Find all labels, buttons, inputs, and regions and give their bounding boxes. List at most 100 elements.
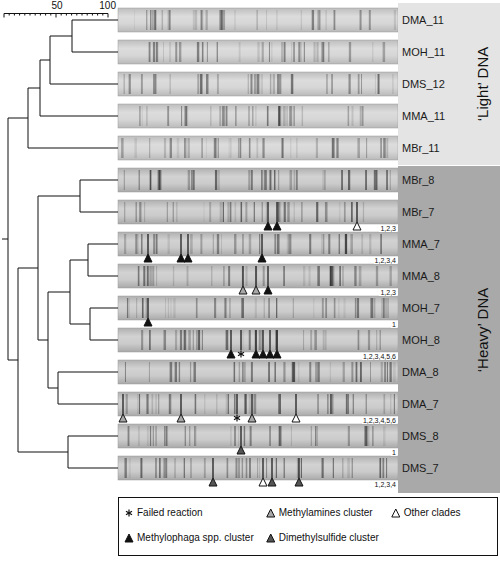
dendrogram-branch bbox=[88, 244, 118, 245]
gel-lane: MBr_71,2,3 bbox=[118, 200, 478, 224]
gel-lane: MBr_8 bbox=[118, 168, 478, 192]
lane-label: MBr_11 bbox=[402, 141, 440, 155]
gel-lane: MMA_11 bbox=[118, 104, 478, 128]
gel-lane: MMA_81,2,3 bbox=[118, 264, 478, 288]
marker-triangle bbox=[267, 509, 275, 517]
dna-fraction-band: ‘Heavy’ DNAMBr_8MBr_71,2,3MMA_71,2,3,4MM… bbox=[118, 166, 500, 493]
scale-tick bbox=[61, 14, 62, 16]
gel-lane: DMS_81 bbox=[118, 424, 478, 448]
scale-tick bbox=[45, 14, 46, 16]
gel-lane: MOH_71 bbox=[118, 296, 478, 320]
dendrogram-branch bbox=[48, 388, 58, 389]
lane-label: DMS_12 bbox=[402, 77, 445, 91]
lane-numbers: 1,2,3,4,5,6 bbox=[362, 353, 397, 360]
dna-fraction-band: ‘Light’ DNA DMA_11MOH_11DMS_12MMA_11MBr_1… bbox=[118, 3, 500, 165]
dendrogram-branch bbox=[48, 292, 70, 293]
fraction-label: ‘Light’ DNA bbox=[474, 47, 491, 121]
lane-label: MMA_7 bbox=[402, 237, 440, 251]
scale-tick bbox=[92, 14, 93, 16]
dendrogram-branch bbox=[58, 372, 118, 373]
dendrogram-branch bbox=[40, 116, 118, 117]
dendrogram-branch bbox=[28, 88, 40, 89]
dendrogram-branch bbox=[68, 468, 118, 469]
dendrogram-branch bbox=[50, 84, 118, 85]
dendrogram-branch bbox=[8, 118, 28, 119]
gel-lane: DMS_71,2,3,4 bbox=[118, 456, 478, 480]
legend-text: Methylamines cluster bbox=[279, 506, 373, 520]
gel-lane: DMS_12 bbox=[118, 72, 478, 96]
dendrogram-branch bbox=[38, 340, 48, 341]
gel-lane: MMA_71,2,3,4 bbox=[118, 232, 478, 256]
dendrogram-branch bbox=[18, 452, 68, 453]
lane-numbers: 1,2,3 bbox=[379, 289, 397, 296]
gel-lane: MOH_11 bbox=[118, 40, 478, 64]
dendrogram-branch bbox=[72, 52, 118, 53]
scale-tick bbox=[40, 14, 41, 16]
legend-frame bbox=[119, 498, 498, 556]
failed-star bbox=[126, 510, 132, 517]
lane-label: MBr_8 bbox=[402, 173, 434, 187]
gel-lane: MOH_81,2,3,4,5,6 bbox=[118, 328, 478, 352]
star-spoke bbox=[126, 511, 132, 515]
scale-tick bbox=[24, 14, 25, 16]
fraction-label: ‘Heavy’ DNA bbox=[474, 287, 491, 371]
dendrogram-branch bbox=[38, 196, 80, 197]
marker-triangle bbox=[267, 534, 275, 542]
lane-numbers: 1 bbox=[391, 449, 397, 456]
lane-label: DMS_8 bbox=[402, 429, 439, 443]
lane-label: DMA_7 bbox=[402, 397, 439, 411]
dendrogram-branch bbox=[40, 60, 50, 61]
gel-lane: DMA_71,2,3,4,5,6 bbox=[118, 392, 478, 416]
lane-label: MMA_11 bbox=[402, 109, 445, 123]
scale-number: 100 bbox=[99, 0, 116, 11]
dendrogram-branch bbox=[80, 212, 118, 213]
dendrogram-branch bbox=[50, 36, 72, 37]
lane-label: MOH_7 bbox=[402, 301, 440, 315]
gel-lane: DMA_8 bbox=[118, 360, 478, 384]
lane-numbers: 1,2,3,4 bbox=[374, 257, 397, 264]
lane-label: MMA_8 bbox=[402, 269, 440, 283]
scale-tick bbox=[108, 14, 109, 18]
scale-tick bbox=[30, 14, 31, 16]
lane-label: DMA_8 bbox=[402, 365, 439, 379]
lane-numbers: 1,2,3,4,5,6 bbox=[362, 417, 397, 424]
lane-label: MOH_11 bbox=[402, 45, 445, 59]
legend-text: Other clades bbox=[404, 506, 461, 520]
legend-text: Methylophaga spp. cluster bbox=[137, 531, 254, 545]
dendrogram-branch bbox=[58, 404, 118, 405]
dendrogram-branch bbox=[8, 360, 18, 361]
scale-tick bbox=[66, 14, 67, 16]
dendrogram-branch bbox=[72, 20, 118, 21]
lane-numbers: 1,2,3 bbox=[379, 225, 397, 232]
dendrogram-branch bbox=[28, 148, 118, 149]
lane-numbers: 1 bbox=[391, 321, 397, 328]
dendrogram-branch bbox=[18, 268, 38, 269]
legend-text: Dimethylsulfide cluster bbox=[279, 531, 379, 545]
scale-tick bbox=[35, 14, 36, 16]
marker-triangle bbox=[125, 534, 133, 542]
dendrogram-branch bbox=[90, 340, 118, 341]
lane-label: MOH_8 bbox=[402, 333, 440, 347]
gel-lane: MBr_11 bbox=[118, 136, 478, 160]
dendrogram-branch bbox=[68, 436, 118, 437]
scale-tick bbox=[56, 14, 57, 18]
scale-tick bbox=[82, 14, 83, 16]
scale-tick bbox=[87, 14, 88, 16]
legend-text: Failed reaction bbox=[137, 506, 203, 520]
lane-label: MBr_7 bbox=[402, 205, 434, 219]
lane-numbers: 1,2,3,4 bbox=[374, 481, 397, 488]
scale-tick bbox=[102, 14, 103, 16]
dendrogram-branch bbox=[90, 308, 118, 309]
similarity-scale bbox=[4, 14, 108, 18]
gel-lane: DMA_11 bbox=[118, 8, 478, 32]
dendrogram-branch bbox=[70, 324, 90, 325]
scale-tick bbox=[9, 14, 10, 16]
dendrogram-root bbox=[2, 239, 8, 240]
dendrogram bbox=[2, 20, 118, 468]
scale-tick bbox=[71, 14, 72, 16]
dendrogram-branch bbox=[88, 276, 118, 277]
scale-tick bbox=[76, 14, 77, 16]
scale-tick bbox=[19, 14, 20, 16]
marker-triangle bbox=[392, 509, 400, 517]
